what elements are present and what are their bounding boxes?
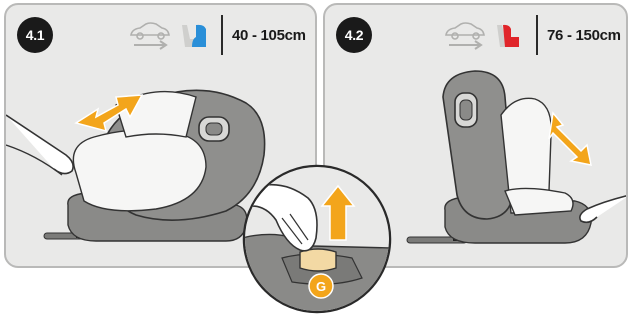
lever-label-text: G (316, 279, 326, 294)
lever-detail-inset: G (242, 158, 392, 320)
